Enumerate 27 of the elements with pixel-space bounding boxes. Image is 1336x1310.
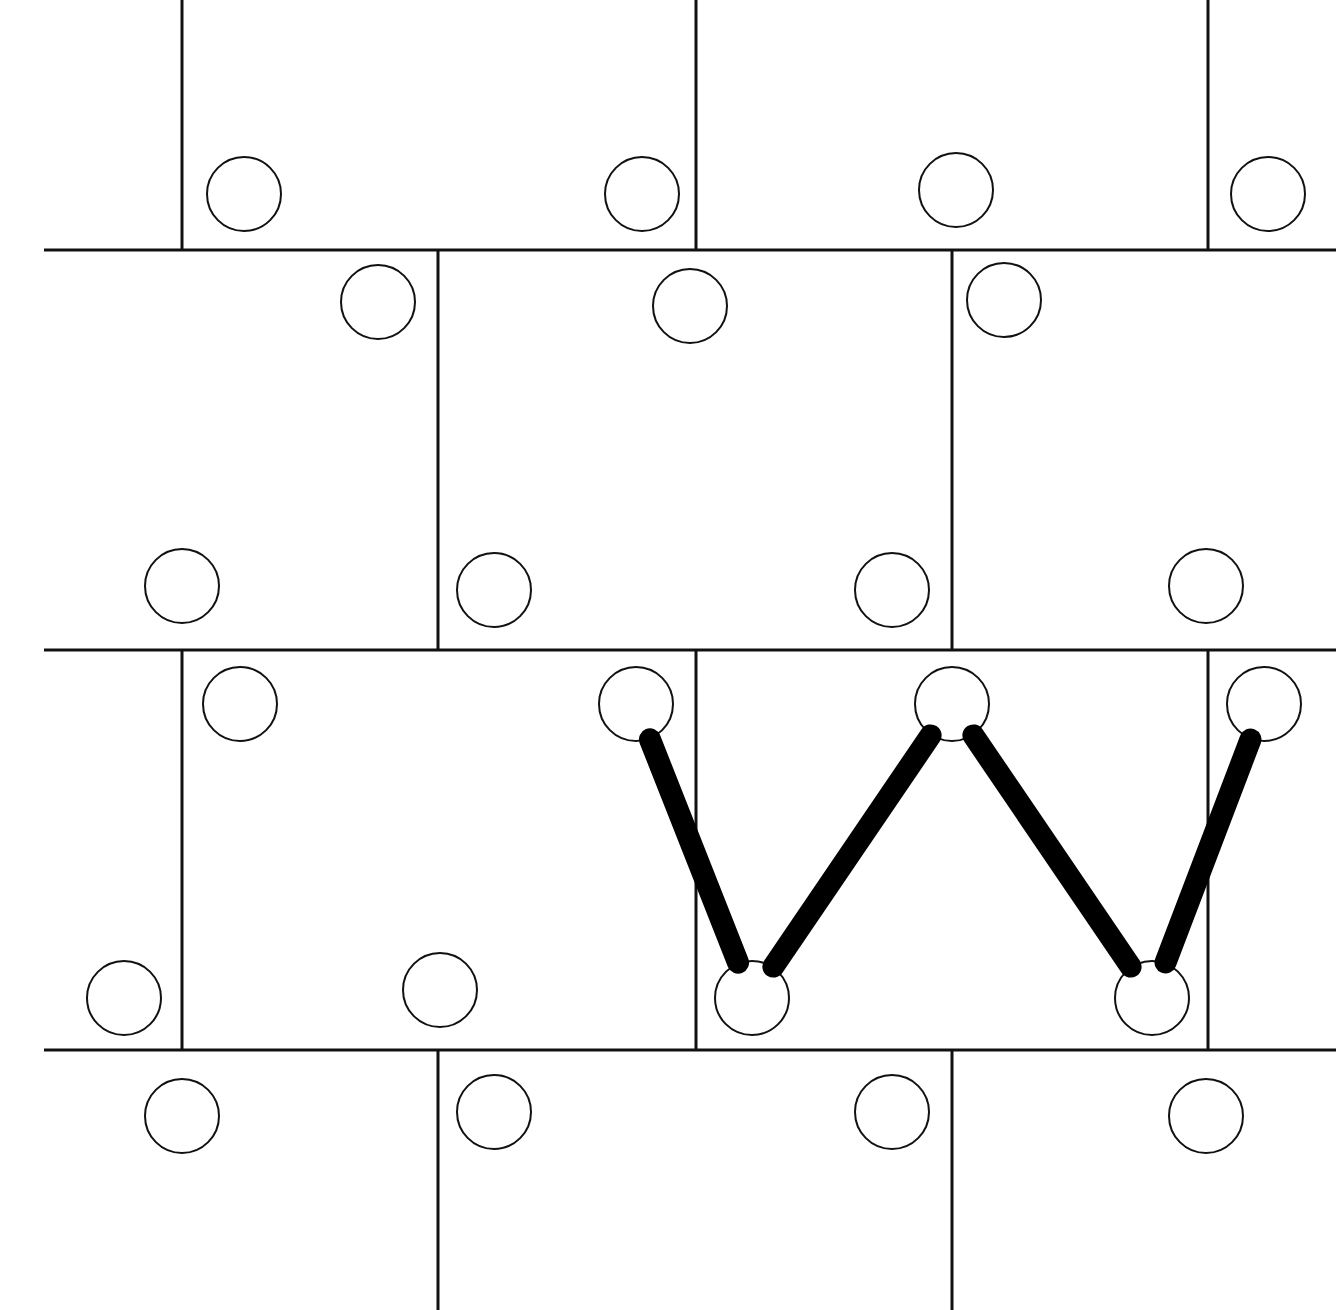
circle-marker: [1226, 666, 1302, 742]
circle-marker: [966, 262, 1042, 338]
circle-marker: [598, 666, 674, 742]
circle-marker: [914, 666, 990, 742]
circle-marker: [1168, 1078, 1244, 1154]
connector-line: [638, 728, 750, 974]
circle-marker: [1168, 548, 1244, 624]
circle-marker: [86, 960, 162, 1036]
circle-marker: [456, 552, 532, 628]
connector-line: [762, 724, 942, 978]
connector-line: [1154, 728, 1262, 974]
circle-marker: [144, 1078, 220, 1154]
circle-marker: [1230, 156, 1306, 232]
circle-marker: [202, 666, 278, 742]
circle-marker: [652, 268, 728, 344]
circle-marker: [206, 156, 282, 232]
connector-line: [962, 724, 1142, 978]
circle-marker: [456, 1074, 532, 1150]
circle-marker: [918, 152, 994, 228]
circle-marker: [854, 552, 930, 628]
circle-marker: [854, 1074, 930, 1150]
circle-marker: [1114, 960, 1190, 1036]
circle-marker: [340, 264, 416, 340]
circle-marker: [714, 960, 790, 1036]
circle-marker: [402, 952, 478, 1028]
circle-marker: [604, 156, 680, 232]
circle-marker: [144, 548, 220, 624]
